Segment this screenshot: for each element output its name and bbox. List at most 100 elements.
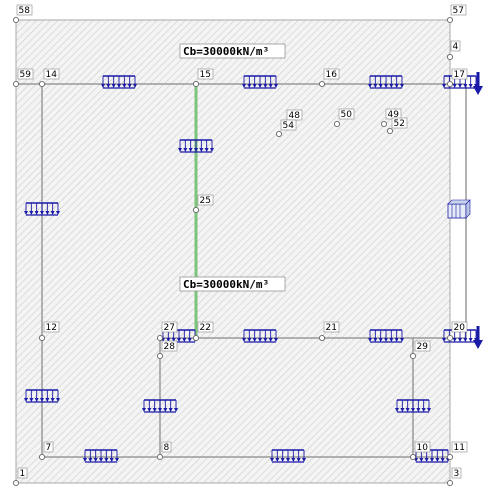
distributed-load-icon [368, 329, 404, 343]
node-label: 8 [164, 443, 170, 453]
point-load-arrow-top-icon [473, 72, 483, 95]
node-label: 11 [454, 443, 465, 453]
node-21: 21 [318, 321, 340, 342]
node-marker [318, 334, 326, 342]
node-3: 3 [446, 467, 462, 487]
node-15: 15 [192, 68, 214, 88]
node-25: 25 [192, 194, 214, 214]
node-marker [318, 80, 326, 88]
distributed-load-icon [270, 449, 306, 463]
distributed-load-icon [142, 399, 178, 413]
node-label: 4 [453, 42, 459, 52]
node-marker [446, 334, 454, 342]
node-marker [192, 206, 200, 214]
node-label: 25 [200, 196, 211, 206]
node-27: 27 [156, 321, 178, 342]
node-marker [446, 479, 454, 487]
node-label: 16 [326, 70, 338, 80]
node-label: 12 [46, 323, 57, 333]
distributed-load-icon [101, 75, 137, 89]
cb-label-mid: Cb=30000kN/m³ [179, 276, 286, 292]
node-marker [409, 453, 417, 461]
node-54: 54 [275, 119, 297, 138]
node-1: 1 [12, 467, 28, 487]
node-marker [12, 16, 20, 24]
node-label: 54 [283, 121, 295, 131]
node-label: 57 [453, 6, 464, 16]
node-11: 11 [446, 441, 468, 461]
node-marker [12, 479, 20, 487]
node-label: 21 [326, 323, 337, 333]
node-16: 16 [318, 68, 340, 88]
node-marker [156, 334, 164, 342]
node-12: 12 [38, 321, 60, 342]
node-marker [446, 16, 454, 24]
cb-label-mid-text: Cb=30000kN/m³ [183, 278, 269, 291]
node-17: 17 [446, 68, 468, 88]
node-marker [38, 80, 46, 88]
distributed-load-icon [242, 329, 278, 343]
node-label: 20 [454, 323, 466, 333]
node-20: 20 [446, 321, 468, 342]
node-59: 59 [12, 68, 34, 88]
node-marker [38, 334, 46, 342]
node-label: 7 [46, 443, 52, 453]
node-label: 29 [417, 342, 429, 352]
node-label: 1 [20, 469, 26, 479]
distributed-load-icon [83, 449, 119, 463]
point-load-arrow-mid-icon [473, 326, 483, 349]
node-marker [380, 120, 388, 128]
node-label: 59 [20, 70, 32, 80]
node-57: 57 [446, 4, 467, 24]
node-label: 48 [289, 111, 301, 121]
node-22: 22 [192, 321, 214, 342]
slab-frame [15, 19, 451, 484]
node-label: 49 [388, 110, 400, 120]
node-label: 52 [394, 119, 405, 129]
node-8: 8 [156, 441, 172, 461]
node-marker [386, 127, 394, 135]
node-marker [446, 53, 454, 61]
distributed-load-icon [395, 399, 431, 413]
node-marker [12, 80, 20, 88]
cb-label-top-text: Cb=30000kN/m³ [183, 45, 269, 58]
node-28: 28 [156, 340, 178, 360]
distributed-load-icon [178, 139, 214, 153]
node-marker [192, 334, 200, 342]
node-marker [446, 453, 454, 461]
distributed-load-icon [368, 75, 404, 89]
node-58: 58 [12, 4, 33, 24]
node-52: 52 [386, 117, 408, 135]
node-marker [333, 120, 341, 128]
spring-support-icon [447, 199, 471, 219]
node-4: 4 [446, 40, 461, 61]
node-label: 15 [200, 70, 211, 80]
node-label: 14 [46, 70, 58, 80]
node-29: 29 [409, 340, 431, 360]
distributed-load-icon [242, 75, 278, 89]
node-label: 50 [341, 110, 353, 120]
node-marker [409, 352, 417, 360]
node-marker [156, 352, 164, 360]
node-marker [446, 80, 454, 88]
node-marker [192, 80, 200, 88]
node-label: 17 [454, 70, 465, 80]
node-label: 58 [19, 6, 31, 16]
node-7: 7 [38, 441, 54, 461]
node-marker [156, 453, 164, 461]
node-label: 22 [200, 323, 211, 333]
node-label: 27 [164, 323, 175, 333]
node-14: 14 [38, 68, 60, 88]
node-marker [38, 453, 46, 461]
cb-label-top: Cb=30000kN/m³ [179, 43, 286, 59]
beam-grid [16, 83, 467, 458]
node-label: 28 [164, 342, 176, 352]
node-label: 10 [417, 443, 429, 453]
node-marker [275, 130, 283, 138]
distributed-load-icon [24, 389, 60, 403]
distributed-load-icon [24, 202, 60, 216]
slab-area [15, 19, 451, 484]
node-label: 3 [454, 469, 460, 479]
